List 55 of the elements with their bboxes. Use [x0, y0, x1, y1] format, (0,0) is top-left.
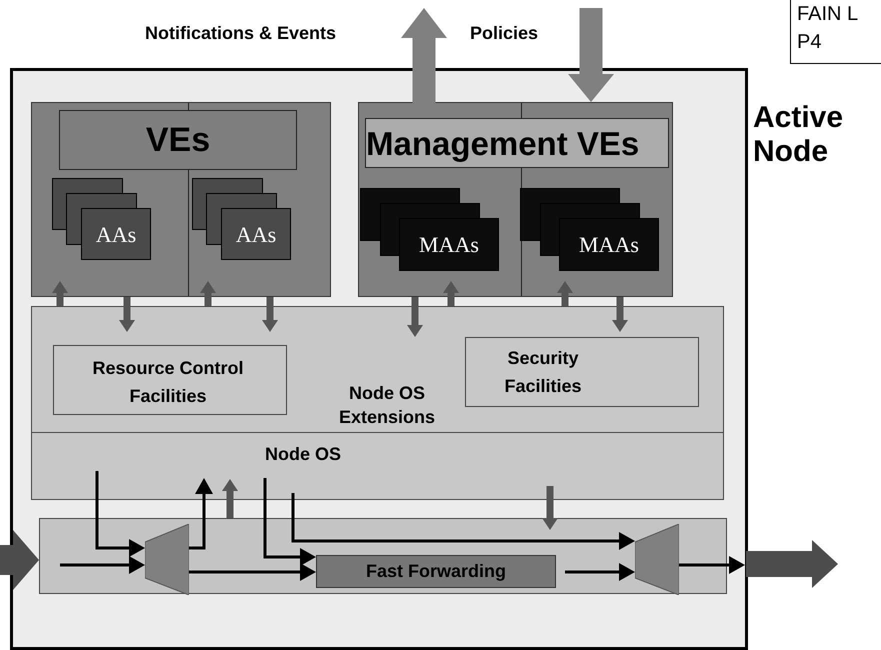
agent-card-stack: [360, 188, 500, 272]
arrow: [264, 478, 316, 566]
note-text: P4: [797, 30, 822, 54]
facility-box: [465, 337, 699, 407]
arrow: [96, 471, 145, 557]
card-label: MAAs: [399, 218, 499, 271]
arrow: [60, 556, 145, 574]
process-box: [316, 555, 556, 588]
frame-heading: Active Node: [753, 101, 844, 169]
header-box: [59, 110, 297, 170]
process-label: Fast Forwarding: [366, 560, 506, 583]
arrow: [443, 281, 459, 306]
facility-label: Resource Control Facilities: [91, 357, 245, 408]
card-label: AAs: [221, 208, 291, 260]
arrow: [401, 8, 447, 105]
layer-label: Node OS: [265, 443, 342, 466]
arrow: [262, 297, 278, 332]
arrow: [292, 493, 635, 550]
multiplexer-trapezoid: [145, 524, 189, 595]
agent-card-stack: [52, 178, 152, 261]
arrow: [200, 281, 216, 306]
arrow: [119, 297, 135, 332]
arrow: [746, 540, 838, 588]
node-os-layer: [31, 432, 724, 500]
arrow: [189, 478, 213, 550]
ve-panel: [31, 102, 331, 297]
panel-heading: VEs: [146, 123, 210, 157]
management-ve-panel: [358, 102, 673, 297]
header-box: [365, 118, 669, 168]
note-text: FAIN L: [797, 2, 858, 26]
agent-card-stack: [192, 178, 292, 261]
arrow: [568, 8, 614, 102]
multiplexer-trapezoid: [635, 524, 679, 595]
arrow: [557, 281, 573, 306]
forwarding-band: [39, 518, 727, 594]
arrow: [222, 479, 238, 518]
arrow: [565, 563, 635, 581]
layer-label: Node OS Extensions: [338, 382, 436, 429]
extension-layer: [31, 306, 724, 433]
panel-heading: Management VEs: [366, 126, 640, 160]
agent-card-stack: [520, 188, 660, 272]
arrow: [542, 486, 558, 530]
note-box: [790, 0, 881, 64]
caption-label: Notifications & Events: [145, 22, 336, 45]
arrow: [0, 530, 39, 590]
arrow: [679, 556, 745, 574]
arrow: [612, 297, 628, 332]
caption-label: Policies: [470, 22, 538, 45]
card-label: AAs: [81, 208, 151, 260]
card-label: MAAs: [559, 218, 659, 271]
facility-box: [53, 345, 287, 415]
arrow: [52, 281, 68, 306]
facility-label: Security Facilities: [503, 347, 583, 398]
arrow: [407, 297, 423, 337]
arrow: [189, 563, 316, 581]
